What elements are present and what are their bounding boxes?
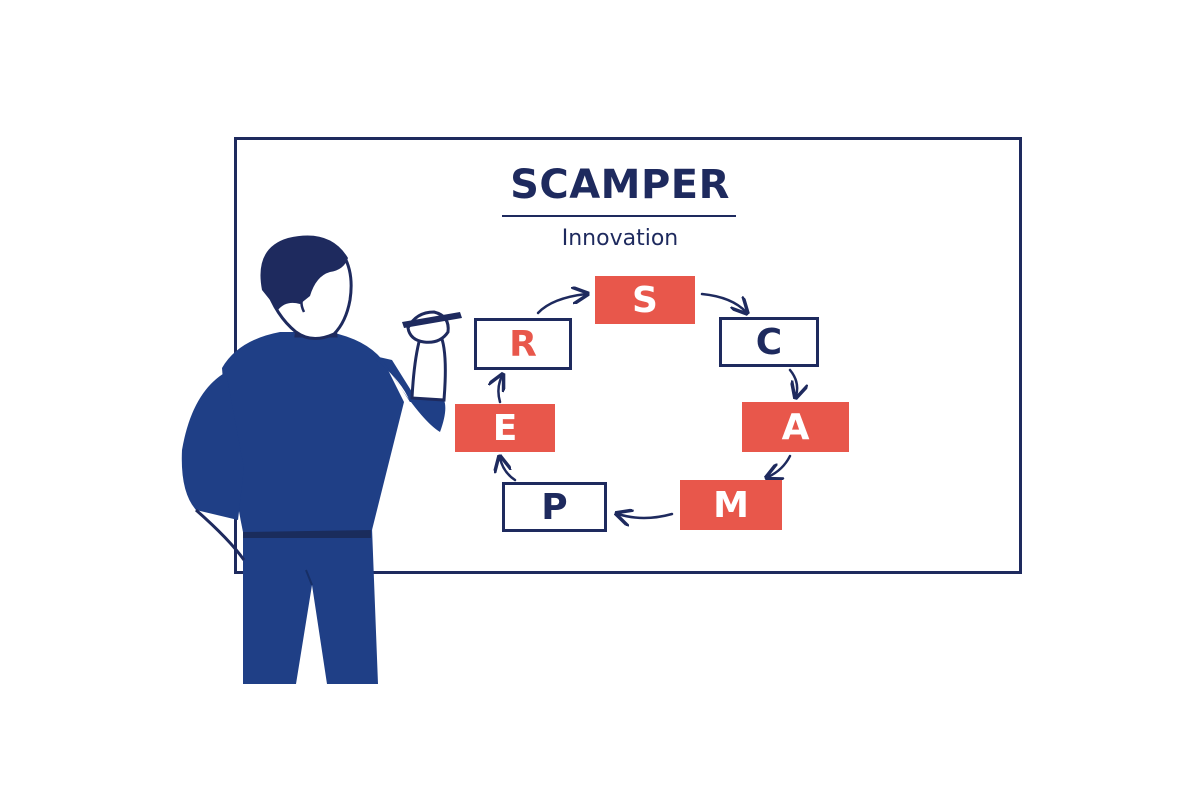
diagram-subtitle: Innovation [561,226,679,251]
diagram-title: SCAMPER [510,162,730,208]
step-box-r: R [474,318,572,370]
step-box-s: S [595,276,695,324]
arrow-s-to-c [700,292,746,312]
person-illustration [181,235,462,684]
arrow-a-to-m [768,454,792,477]
step-box-p: P [502,482,607,532]
arrow-m-to-p [618,514,674,518]
step-box-c: C [719,317,819,367]
marker-icon [402,312,462,328]
step-box-m: M [680,480,782,530]
arrow-c-to-a [788,368,797,396]
title-underline [502,215,736,217]
arrow-p-to-e [500,458,517,482]
step-box-a: A [742,402,849,452]
arrow-r-to-s [536,294,586,315]
step-box-e: E [455,404,555,452]
arrow-e-to-r [498,376,502,404]
